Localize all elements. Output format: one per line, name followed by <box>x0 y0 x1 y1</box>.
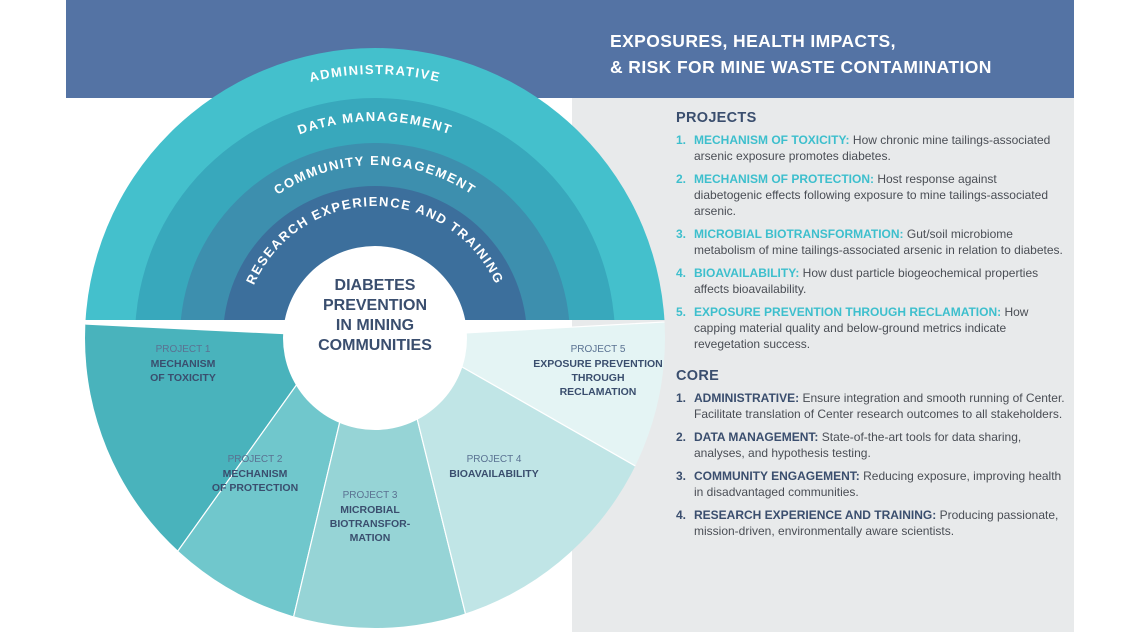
core-heading: CORE <box>676 368 720 384</box>
header-title: EXPOSURES, HEALTH IMPACTS, & RISK FOR MI… <box>610 28 992 80</box>
header-banner <box>66 0 1074 98</box>
center-title: COMMUNITIES <box>318 337 432 354</box>
segment-project-title: THROUGH <box>571 372 624 384</box>
core-description: Ensure integration and smooth running of… <box>694 391 1065 421</box>
projects-heading: PROJECTS <box>676 110 757 126</box>
project-number: 1. <box>676 133 687 147</box>
core-title: COMMUNITY ENGAGEMENT: <box>694 469 860 483</box>
center-title: PREVENTION <box>323 297 427 314</box>
segment-project-title: OF PROTECTION <box>212 482 298 494</box>
side-text: PROJECTS 1. MECHANISM OF TOXICITY: How ch… <box>676 110 1068 546</box>
core-number: 4. <box>676 508 687 522</box>
segment-project-number: PROJECT 4 <box>467 454 522 465</box>
segment-project-title: MATION <box>350 532 391 544</box>
project-title: MICROBIAL BIOTRANSFORMATION: <box>694 227 904 241</box>
core-title: DATA MANAGEMENT: <box>694 430 819 444</box>
core-item: 1. ADMINISTRATIVE: Ensure integration and… <box>676 390 1068 422</box>
project-item: 4. BIOAVAILABILITY: How dust particle bio… <box>676 265 1068 297</box>
center-circle <box>283 246 467 430</box>
core-description: Producing passionate, mission-driven, en… <box>694 508 1059 538</box>
project-description: How chronic mine tailings-associated ars… <box>694 133 1051 163</box>
center-title: DIABETES <box>335 277 416 294</box>
segment-project-number: PROJECT 3 <box>343 490 398 501</box>
core-description: State-of-the-art tools for data sharing,… <box>694 430 1022 460</box>
segment-project-title: MICROBIAL <box>340 504 400 516</box>
project-title: BIOAVAILABILITY: <box>694 266 800 280</box>
core-item: 3. COMMUNITY ENGAGEMENT: Reducing exposur… <box>676 468 1068 500</box>
core-section: CORE 1. ADMINISTRATIVE: Ensure integratio… <box>676 368 1068 539</box>
project-title: MECHANISM OF PROTECTION: <box>694 172 874 186</box>
segment-project-title: EXPOSURE PREVENTION <box>533 358 663 370</box>
segment-project-title: OF TOXICITY <box>150 372 216 384</box>
core-description: Reducing exposure, improving health in d… <box>694 469 1062 499</box>
core-number: 1. <box>676 391 687 405</box>
core-title: ADMINISTRATIVE: <box>694 391 800 405</box>
project-item: 2. MECHANISM OF PROTECTION: Host response… <box>676 171 1068 219</box>
project-title: EXPOSURE PREVENTION THROUGH RECLAMATION: <box>694 305 1002 319</box>
core-number: 3. <box>676 469 687 483</box>
project-description: How capping material quality and below-g… <box>694 305 1029 351</box>
core-number: 2. <box>676 430 687 444</box>
project-description: Gut/soil microbiome metabolism of mine t… <box>694 227 1063 257</box>
segment-project-title: RECLAMATION <box>560 386 637 398</box>
project-item: 1. MECHANISM OF TOXICITY: How chronic min… <box>676 132 1068 164</box>
header-title-line1: EXPOSURES, HEALTH IMPACTS, <box>610 31 896 51</box>
project-item: 5. EXPOSURE PREVENTION THROUGH RECLAMATIO… <box>676 304 1068 352</box>
project-title: MECHANISM OF TOXICITY: <box>694 133 850 147</box>
projects-section: PROJECTS 1. MECHANISM OF TOXICITY: How ch… <box>676 110 1068 352</box>
header-title-line2: & RISK FOR MINE WASTE CONTAMINATION <box>610 57 992 77</box>
segment-project-title: MECHANISM <box>151 358 216 370</box>
project-description: How dust particle biogeochemical propert… <box>694 266 1039 296</box>
segment-project-title: BIOAVAILABILITY <box>449 468 538 480</box>
segment-project-number: PROJECT 1 <box>156 344 211 355</box>
project-number: 4. <box>676 266 687 280</box>
segment-project-number: PROJECT 2 <box>228 454 283 465</box>
center-title: IN MINING <box>336 317 414 334</box>
project-number: 5. <box>676 305 687 319</box>
core-title: RESEARCH EXPERIENCE AND TRAINING: <box>694 508 937 522</box>
project-number: 2. <box>676 172 687 186</box>
segment-project-number: PROJECT 5 <box>571 344 626 355</box>
segment-project-title: MECHANISM <box>223 468 288 480</box>
project-description: Host response against diabetogenic effec… <box>694 172 1048 218</box>
segment-project-title: BIOTRANSFOR- <box>330 518 411 530</box>
core-item: 4. RESEARCH EXPERIENCE AND TRAINING: Prod… <box>676 507 1068 539</box>
core-item: 2. DATA MANAGEMENT: State-of-the-art tool… <box>676 429 1068 461</box>
project-number: 3. <box>676 227 687 241</box>
project-item: 3. MICROBIAL BIOTRANSFORMATION: Gut/soil … <box>676 226 1068 258</box>
